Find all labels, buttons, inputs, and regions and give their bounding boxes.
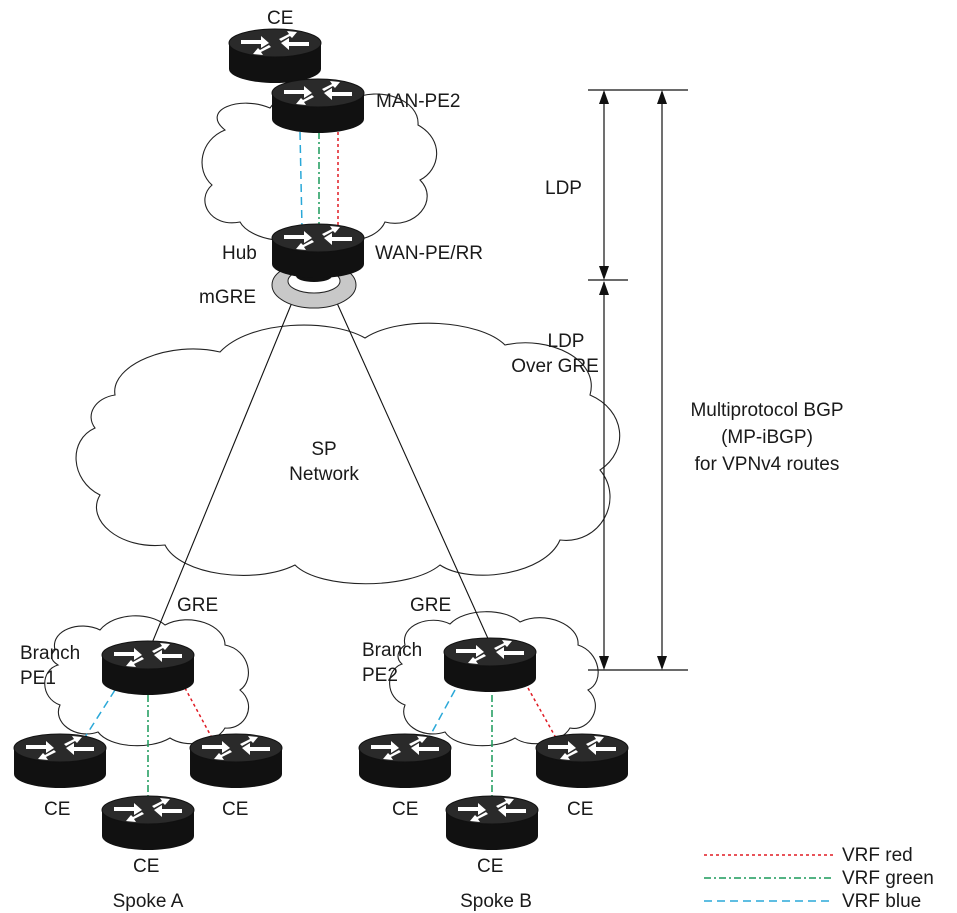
gre-tunnel-b: [327, 282, 491, 644]
ldp-arrow: [599, 90, 609, 280]
hub-label: Hub: [222, 243, 257, 264]
gre-a-label: GRE: [177, 595, 218, 616]
ldp-label: LDP: [545, 178, 582, 199]
wan-pe-rr-router-icon[interactable]: [271, 223, 365, 279]
man-pe2-router-icon[interactable]: [271, 78, 365, 134]
mgre-label: mGRE: [199, 287, 256, 308]
branch-pe1-router-icon[interactable]: [101, 640, 195, 696]
legend: VRF red VRF green VRF blue: [704, 845, 934, 912]
branch-pe1-label-2: PE1: [20, 668, 56, 689]
gre-tunnel-a: [149, 282, 301, 649]
vrf-blue-top: [299, 131, 303, 229]
branch-pe1-label-1: Branch: [20, 643, 80, 664]
ce-b-left-label: CE: [392, 799, 418, 820]
ce-top-label: CE: [267, 8, 293, 29]
ce-top-router-icon[interactable]: [228, 28, 322, 84]
vrf-blue-spoke-a: [79, 689, 116, 746]
branch-pe2-router-icon[interactable]: [443, 637, 537, 693]
legend-blue-label: VRF blue: [842, 891, 921, 912]
mp-bgp-label-3: for VPNv4 routes: [695, 454, 840, 475]
sp-network-label-2: Network: [289, 464, 359, 485]
ce-b-bottom-label: CE: [477, 856, 503, 877]
ce-a-left-label: CE: [44, 799, 70, 820]
branch-pe2-label-2: PE2: [362, 665, 398, 686]
ce-b-right-label: CE: [567, 799, 593, 820]
ce-b-left-router-icon[interactable]: [358, 733, 452, 789]
ce-a-left-router-icon[interactable]: [13, 733, 107, 789]
spoke-a-label: Spoke A: [113, 891, 184, 912]
sp-cloud-icon: [75, 322, 621, 585]
sp-network-label-1: SP: [311, 439, 336, 460]
ce-a-bottom-router-icon[interactable]: [101, 795, 195, 851]
ce-b-bottom-router-icon[interactable]: [445, 795, 539, 851]
legend-green-label: VRF green: [842, 868, 934, 889]
ce-b-right-router-icon[interactable]: [535, 733, 629, 789]
ce-a-right-label: CE: [222, 799, 248, 820]
spoke-b-label: Spoke B: [460, 891, 532, 912]
mp-bgp-label-1: Multiprotocol BGP: [690, 400, 843, 421]
ldp-over-gre-arrow: [599, 281, 609, 670]
mp-bgp-label-2: (MP-iBGP): [721, 427, 813, 448]
legend-red-label: VRF red: [842, 845, 913, 866]
ce-a-right-router-icon[interactable]: [189, 733, 283, 789]
wan-pe-rr-label: WAN-PE/RR: [375, 243, 483, 264]
mp-bgp-arrow: [657, 90, 667, 670]
ldp-over-gre-label-2: Over GRE: [511, 356, 599, 377]
gre-b-label: GRE: [410, 595, 451, 616]
ce-a-bottom-label: CE: [133, 856, 159, 877]
branch-pe2-label-1: Branch: [362, 640, 422, 661]
ldp-over-gre-label-1: LDP: [548, 331, 585, 352]
man-pe2-label: MAN-PE2: [376, 91, 460, 112]
